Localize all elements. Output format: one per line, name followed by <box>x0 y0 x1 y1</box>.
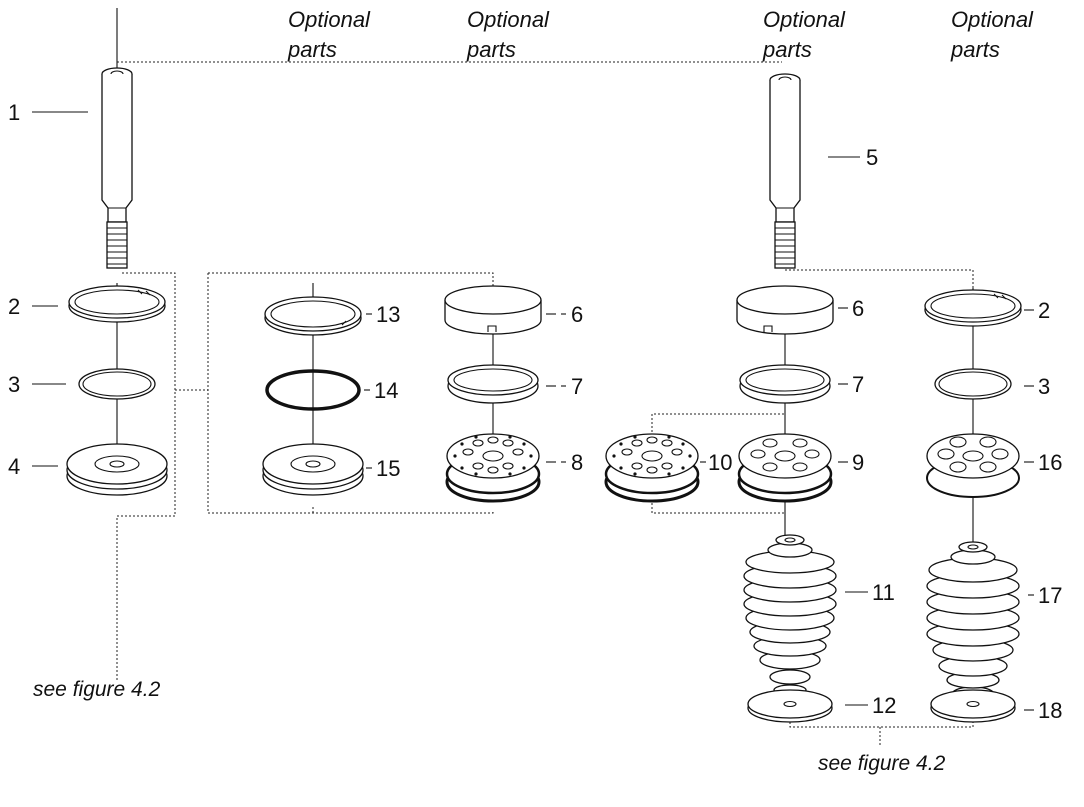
part-13-ring <box>264 296 362 336</box>
callout-7b: 7 <box>852 372 864 397</box>
part-8-perforated-disc <box>445 433 541 503</box>
part-14-o-ring <box>265 369 361 411</box>
part-9-perforated-disc <box>737 433 833 503</box>
optional-label-3-line1: Optional <box>763 7 846 32</box>
part-11-bellows <box>743 534 837 696</box>
callout-dashes <box>561 313 566 463</box>
callout-18: 18 <box>1038 698 1062 723</box>
callout-4: 4 <box>8 454 20 479</box>
see-figure-left: see figure 4.2 <box>33 678 161 701</box>
optional-parts-label-3: Optional parts <box>762 7 846 62</box>
optional-label-2-line2: parts <box>466 37 516 62</box>
part-16-perforated-disc <box>926 433 1020 498</box>
callout-16: 16 <box>1038 450 1062 475</box>
callout-17: 17 <box>1038 583 1062 608</box>
callout-11: 11 <box>872 580 895 605</box>
optional-parts-label-1: Optional parts <box>287 7 371 62</box>
callout-5: 5 <box>866 145 878 170</box>
callout-2b: 2 <box>1038 298 1050 323</box>
part-2-split-ring <box>68 285 166 323</box>
part-4-plate <box>66 443 168 496</box>
callout-9: 9 <box>852 450 864 475</box>
callout-13: 13 <box>376 302 400 327</box>
optional-label-4-line1: Optional <box>951 7 1034 32</box>
callout-12: 12 <box>872 693 896 718</box>
callout-14: 14 <box>374 378 398 403</box>
part-5-shaft <box>769 73 801 269</box>
callout-10: 10 <box>708 450 732 475</box>
part-12-washer <box>747 689 833 723</box>
callout-6a: 6 <box>571 302 583 327</box>
callout-3: 3 <box>8 372 20 397</box>
callout-1: 1 <box>8 100 20 125</box>
leader-lines <box>32 111 1034 711</box>
part-3-o-ring <box>78 368 156 400</box>
part-1-shaft <box>101 67 133 269</box>
callout-15: 15 <box>376 456 400 481</box>
part-15-plate <box>262 443 364 496</box>
optional-parts-label-2: Optional parts <box>466 7 550 62</box>
callout-2: 2 <box>8 294 20 319</box>
optional-label-1-line2: parts <box>287 37 337 62</box>
callout-8: 8 <box>571 450 583 475</box>
part-7a-ring <box>447 364 539 404</box>
callout-6b: 6 <box>852 296 864 321</box>
part-3b-o-ring <box>934 368 1012 400</box>
part-18-washer <box>930 689 1016 723</box>
part-2b-split-ring <box>924 289 1022 327</box>
callout-3b: 3 <box>1038 374 1050 399</box>
optional-label-3-line2: parts <box>762 37 812 62</box>
optional-label-2-line1: Optional <box>467 7 550 32</box>
callout-7a: 7 <box>571 374 583 399</box>
part-17-bellows <box>926 541 1020 700</box>
see-figure-bottom: see figure 4.2 <box>818 752 946 775</box>
dotted-connectors <box>116 61 974 745</box>
optional-label-1-line1: Optional <box>288 7 371 32</box>
part-10-perforated-disc <box>604 433 700 503</box>
optional-parts-label-4: Optional parts <box>950 7 1034 62</box>
part-6b-band <box>736 285 834 335</box>
part-6a-band <box>444 285 542 335</box>
part-7b-ring <box>739 364 831 404</box>
callout-numbers: 1 2 3 4 5 13 14 15 6 7 8 10 6 7 9 2 3 16… <box>8 100 1062 723</box>
optional-label-4-line2: parts <box>950 37 1000 62</box>
axis-lines <box>116 8 974 705</box>
